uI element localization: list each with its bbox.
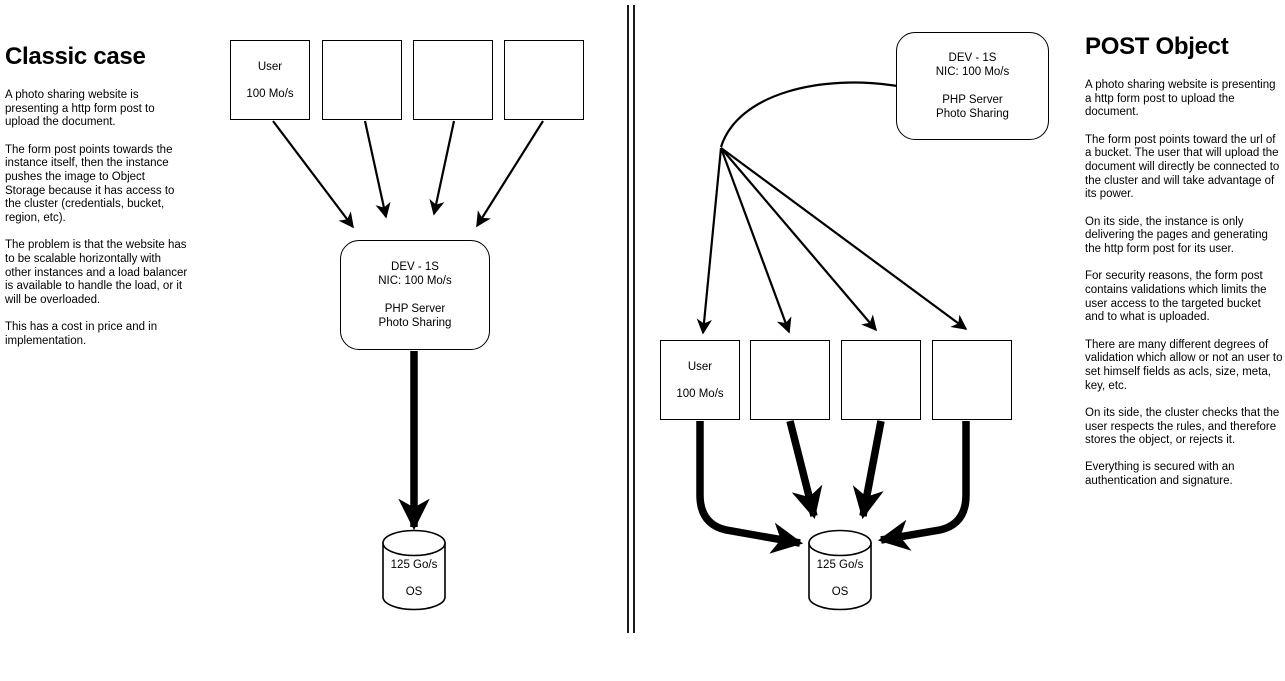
post-curve-server-to-fan [719,81,898,148]
note-paragraph: The problem is that the website has to b… [5,239,188,307]
storage-name: OS [405,585,423,598]
classic-storage-label: 125 Go/s OS [383,559,445,599]
post-arrow-client3-to-storage [852,420,885,520]
server-role-2: Photo Sharing [936,108,1009,120]
user-box-bandwidth: 100 Mo/s [246,87,294,100]
post-object-notes: POST Object A photo sharing website is p… [1085,33,1283,502]
note-paragraph: A photo sharing website is presenting a … [5,89,155,129]
storage-name: OS [831,585,849,598]
post-user-box: User 100 Mo/s [660,340,740,420]
post-server-box: DEV - 1S NIC: 100 Mo/s PHP Server Photo … [896,32,1049,140]
classic-client-arrows [272,120,544,229]
classic-arrow-client4-to-server [476,120,544,228]
server-box-software: PHP Server Photo Sharing [379,302,452,330]
server-role-1: PHP Server [942,94,1003,106]
classic-client-box-3 [413,40,493,120]
post-storage-label: 125 Go/s OS [809,559,871,599]
post-arrow-server-to-client2 [719,147,792,334]
note-paragraph: On its side, the instance is only delive… [1085,215,1268,256]
post-storage-cylinder [808,529,872,611]
post-object-title: POST Object [1085,33,1229,60]
post-client-box-4 [932,340,1012,420]
note-paragraph: For security reasons, the form post cont… [1085,270,1267,324]
post-fan-arrows [696,147,968,335]
classic-case-title: Classic case [5,43,146,70]
user-box-label: User [257,60,283,73]
note-paragraph: The form post points toward the url of a… [1085,133,1280,201]
post-arrow-server-to-client3 [720,147,877,332]
post-arrow-server-to-client4 [720,147,968,330]
classic-server-box: DEV - 1S NIC: 100 Mo/s PHP Server Photo … [340,240,490,350]
post-upload-arrows [696,420,970,554]
server-nic: NIC: 100 Mo/s [935,66,1010,78]
server-box-hardware: DEV - 1S NIC: 100 Mo/s [378,260,452,288]
user-box-bandwidth: 100 Mo/s [676,387,724,400]
note-paragraph: A photo sharing website is presenting a … [1085,79,1276,119]
classic-case-notes: Classic case A photo sharing website is … [5,43,188,362]
classic-arrow-client1-to-server [272,120,354,229]
note-paragraph: On its side, the cluster checks that the… [1085,406,1280,447]
server-role-1: PHP Server [384,303,446,315]
classic-arrow-client2-to-server [363,120,391,219]
classic-client-box-2 [322,40,402,120]
cylinder-body [808,542,872,611]
post-arrow-client4-to-storage [877,421,970,551]
post-client-box-3 [841,340,921,420]
classic-arrow-client3-to-server [429,120,456,216]
server-box-software: PHP Server Photo Sharing [936,93,1009,121]
server-box-hardware: DEV - 1S NIC: 100 Mo/s [936,51,1010,79]
post-arrow-server-to-client1 [696,147,723,335]
post-client-box-2 [750,340,830,420]
cylinder-top [808,529,872,557]
server-name: DEV - 1S [948,52,997,64]
cylinder-body [382,542,446,611]
note-paragraph: The form post points towards the instanc… [5,143,175,225]
cylinder-top [382,529,446,557]
server-nic: NIC: 100 Mo/s [378,275,452,287]
post-arrow-client1-to-storage [696,421,804,554]
note-paragraph: There are many different degrees of vali… [1085,338,1283,392]
post-arrow-client2-to-storage [786,420,823,520]
classic-storage-cylinder [382,529,446,611]
server-name: DEV - 1S [391,261,439,273]
storage-bandwidth: 125 Go/s [816,559,864,571]
classic-user-box: User 100 Mo/s [230,40,310,120]
note-paragraph: This has a cost in price and in implemen… [5,321,158,348]
note-paragraph: Everything is secured with an authentica… [1085,461,1235,488]
server-role-2: Photo Sharing [378,317,452,329]
user-box-label: User [687,360,713,373]
classic-client-box-4 [504,40,584,120]
panel-divider [627,5,635,633]
storage-bandwidth: 125 Go/s [390,559,438,571]
